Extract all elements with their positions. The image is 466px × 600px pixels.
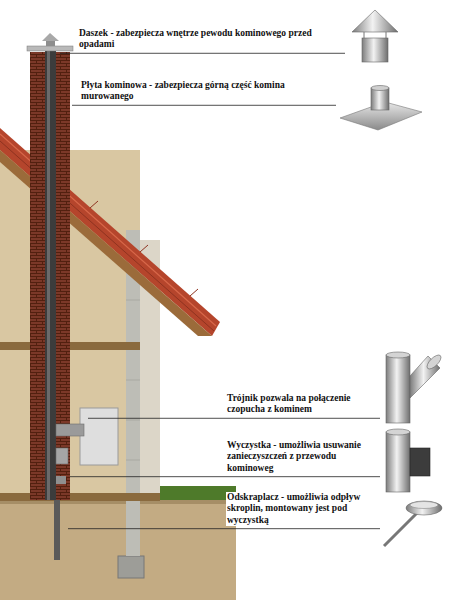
part-label: Trójnik pozwala na połączenie czopucha z…: [226, 393, 378, 416]
leader-line: [70, 476, 380, 477]
ground: [0, 486, 236, 600]
cleanout-icon: [386, 429, 430, 492]
leader-line: [60, 53, 345, 54]
part-label: Daszek - zabezpiecza wnętrze pewodu komi…: [78, 28, 348, 51]
leader-line: [72, 105, 336, 106]
chimney: [27, 33, 73, 560]
part-label: Płyta kominowa - zabezpiecza górną część…: [80, 80, 337, 103]
part-label: Odskraplacz - umożliwia odpływ skroplin,…: [226, 492, 378, 526]
chimney-plate-icon: [340, 86, 422, 131]
tee-icon: [386, 352, 443, 423]
condensate-drain-icon: [384, 501, 442, 546]
leader-line: [68, 528, 380, 529]
leader-line: [88, 418, 380, 419]
boiler: [56, 408, 118, 484]
part-label: Wyczystka - umożliwia usuwanie zanieczys…: [226, 440, 378, 474]
chimney-cap-icon: [352, 10, 398, 62]
